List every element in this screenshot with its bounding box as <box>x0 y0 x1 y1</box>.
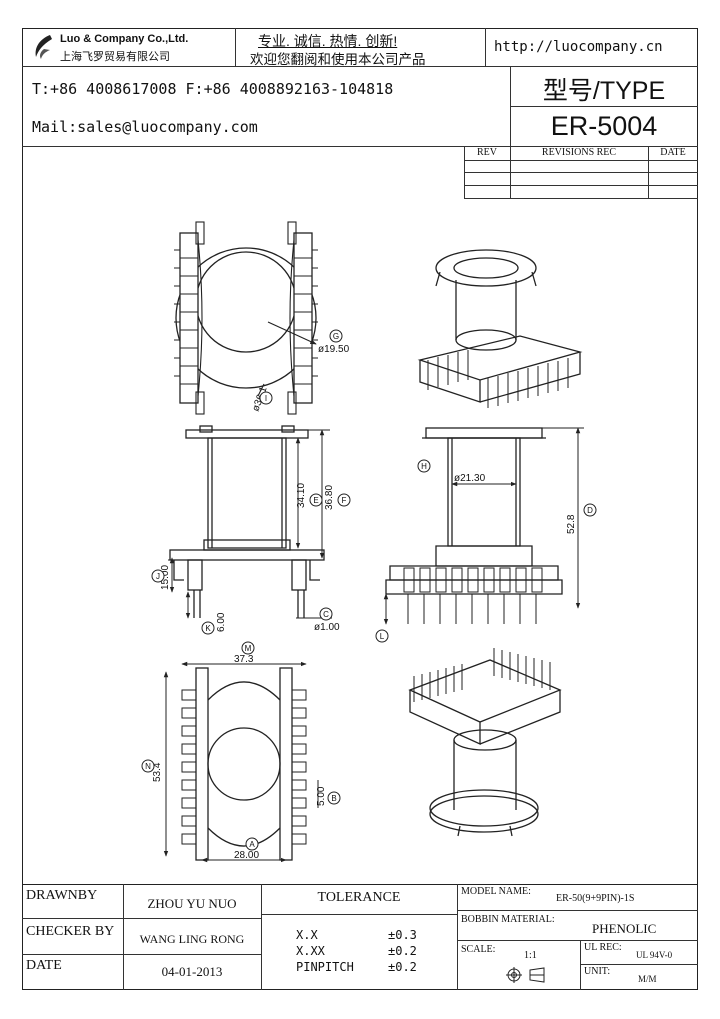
top-view <box>174 221 318 415</box>
marker-j: J <box>156 572 160 581</box>
checker-label: CHECKER BY <box>26 924 115 939</box>
type-label: 型号/TYPE <box>542 77 666 105</box>
tol-xxx-value: ±0.2 <box>388 944 417 958</box>
tol-xx-value: ±0.3 <box>388 928 417 942</box>
bobbin-material-label: BOBBIN MATERIAL: <box>461 914 555 925</box>
marker-k: K <box>205 624 211 633</box>
marker-e: E <box>313 496 318 505</box>
dim-5-00: 5.00 <box>316 786 327 806</box>
header-divider <box>485 28 486 66</box>
unit-value: M/M <box>638 974 657 984</box>
contact-rule <box>22 146 698 147</box>
type-rule <box>510 106 698 107</box>
date-header: DATE <box>660 147 686 158</box>
drawing-frame <box>22 28 698 990</box>
slogan-line-2: 欢迎您翻阅和使用本公司产品 <box>250 52 426 67</box>
company-name-en: Luo & Company Co.,Ltd. <box>60 33 189 45</box>
dim-28-00: 28.00 <box>234 850 259 861</box>
bottom-view <box>163 661 319 863</box>
tolerance-label: TOLERANCE <box>317 890 401 905</box>
side-view <box>168 425 332 619</box>
dim-21-30: ø21.30 <box>454 473 486 484</box>
front-view <box>383 427 584 625</box>
marker-m: M <box>245 644 252 653</box>
checker-value: WANG LING RONG <box>139 932 245 946</box>
drawnby-label: DRAWNBY <box>26 888 98 903</box>
tol-pinpitch-name: PINPITCH <box>296 960 354 974</box>
ul-rec-value: UL 94V-0 <box>636 950 673 960</box>
mail-text[interactable]: Mail:sales@luocompany.com <box>32 118 258 136</box>
isometric-view-bottom <box>408 648 562 837</box>
dim-1-00: ø1.00 <box>314 622 340 633</box>
dim-6-00: 6.00 <box>216 612 227 632</box>
dim-36-80: 36.80 <box>324 485 335 510</box>
model-number: ER-5004 <box>550 111 658 141</box>
company-logo-icon <box>35 35 52 59</box>
marker-c: C <box>323 610 329 619</box>
dim-52-8: 52.8 <box>566 514 577 534</box>
marker-h: H <box>421 462 427 471</box>
slogan-line-1: 专业. 诚信. 热情. 创新! <box>258 33 398 49</box>
drawnby-value: ZHOU YU NUO <box>147 896 237 911</box>
marker-l: L <box>380 632 385 641</box>
ul-rec-label: UL REC: <box>584 942 622 953</box>
website-link[interactable]: http://luocompany.cn <box>494 39 663 55</box>
date-value: 04-01-2013 <box>161 964 223 979</box>
header-rule <box>22 66 698 67</box>
date-label: DATE <box>26 958 62 973</box>
tol-xx-name: X.X <box>296 928 318 942</box>
scale-value: 1:1 <box>524 950 537 961</box>
marker-b: B <box>331 794 336 803</box>
revisions-rec-header: REVISIONS REC <box>541 147 617 158</box>
company-name-cn: 上海飞罗贸易有限公司 <box>60 51 170 63</box>
marker-g: G <box>333 332 339 341</box>
phone-fax-text: T:+86 4008617008 F:+86 4008892163-104818 <box>32 80 394 98</box>
projection-symbol-icon <box>506 967 545 983</box>
tol-pinpitch-value: ±0.2 <box>388 960 417 974</box>
dim-37-3: 37.3 <box>234 654 254 665</box>
marker-i: I <box>265 394 267 403</box>
scale-label: SCALE: <box>461 944 496 955</box>
bobbin-material-value: PHENOLIC <box>592 921 657 936</box>
header-divider <box>235 28 236 66</box>
unit-label: UNIT: <box>584 966 611 977</box>
model-name-label: MODEL NAME: <box>461 886 531 897</box>
model-name-value: ER-50(9+9PIN)-1S <box>556 893 635 904</box>
dim-19-50: ø19.50 <box>318 344 350 355</box>
isometric-view-top <box>417 249 583 408</box>
marker-a: A <box>249 840 255 849</box>
marker-f: F <box>342 496 347 505</box>
dim-34-10: 34.10 <box>296 483 307 508</box>
marker-n: N <box>145 762 151 771</box>
dim-53-4: 53.4 <box>152 762 163 782</box>
rev-header: REV <box>477 147 497 158</box>
tol-xxx-name: X.XX <box>296 944 325 958</box>
marker-d: D <box>587 506 593 515</box>
dim-15-00: 15.00 <box>160 565 171 590</box>
